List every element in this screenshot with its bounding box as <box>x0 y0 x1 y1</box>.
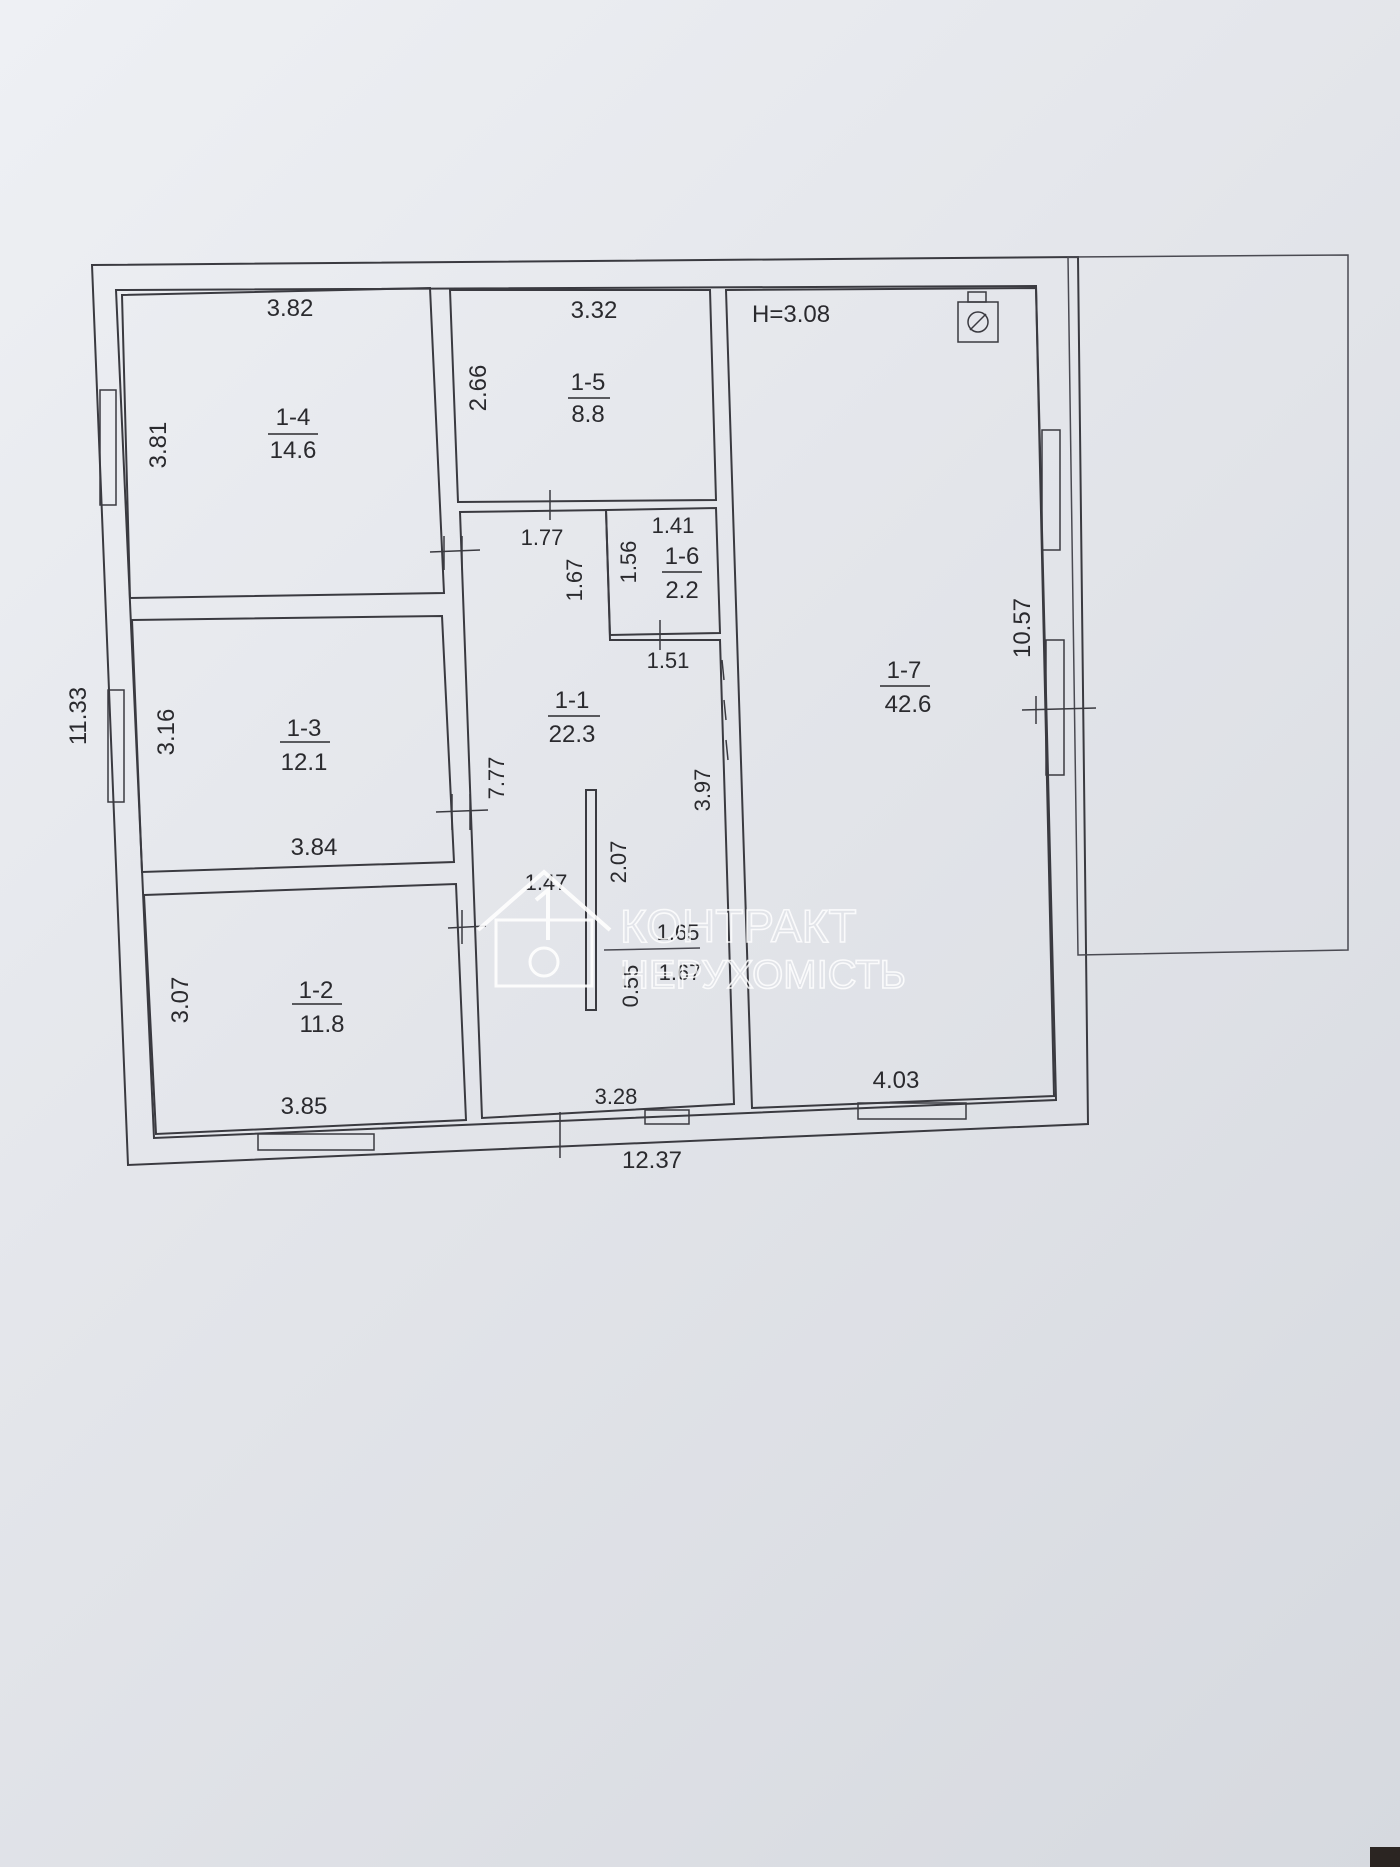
dim-corridor-0-55: 0.55 <box>618 965 643 1008</box>
window-1-3 <box>107 689 125 803</box>
room-area-1-5: 8.8 <box>571 401 604 428</box>
dim-corridor-1-65: 1.65 <box>657 920 700 945</box>
room-area-1-3: 12.1 <box>281 749 328 776</box>
window-1-7-side-a <box>1041 429 1061 551</box>
room-id-1-5: 1-5 <box>571 369 606 396</box>
annex-outline <box>1067 254 1349 956</box>
outer-wall-outer <box>90 255 1090 1167</box>
dim-1-7-height: 10.57 <box>1009 598 1036 658</box>
dim-1-4-height: 3.81 <box>145 422 172 469</box>
room-area-1-4: 14.6 <box>270 437 317 464</box>
room-outline-1-7 <box>724 286 1056 1110</box>
room-outline-1-3 <box>130 614 456 874</box>
partition-wall <box>585 789 597 1011</box>
partition-line <box>603 947 701 951</box>
watermark-line1: КОНТРАКТ <box>620 900 857 952</box>
door-marks <box>429 490 1097 1158</box>
window-1-1 <box>644 1109 690 1125</box>
watermark-logo <box>476 869 612 988</box>
dim-1-2-height: 3.07 <box>167 977 194 1024</box>
dim-corridor-3-28: 3.28 <box>595 1084 638 1109</box>
room-outline-1-1 <box>458 508 736 1120</box>
dim-corridor-1-51: 1.51 <box>647 648 690 673</box>
dim-1-7-width: 4.03 <box>873 1067 920 1094</box>
room-id-1-4: 1-4 <box>276 404 311 431</box>
window-1-4 <box>99 389 117 506</box>
dim-corridor-1-67-a: 1.67 <box>562 559 587 602</box>
window-1-2 <box>257 1133 375 1151</box>
room-outline-1-5 <box>448 289 718 504</box>
room-outline-1-2 <box>142 882 468 1136</box>
dim-corridor-3-97: 3.97 <box>690 769 715 812</box>
room-area-1-6: 2.2 <box>665 577 698 604</box>
fraction-lines <box>268 397 930 1005</box>
dim-overall-width: 12.37 <box>622 1147 682 1174</box>
room-id-1-2: 1-2 <box>299 977 334 1004</box>
room-id-1-1: 1-1 <box>555 687 590 714</box>
dim-1-5-height: 2.66 <box>465 365 492 412</box>
dim-overall-depth: 11.33 <box>65 687 92 745</box>
watermark-line2: НЕРУХОМІСТЬ <box>620 953 906 997</box>
dim-1-6-height: 1.56 <box>616 541 641 584</box>
ceiling-height: H=3.08 <box>752 301 830 328</box>
room-id-1-3: 1-3 <box>287 715 322 742</box>
window-1-7-bottom <box>857 1102 967 1120</box>
dim-corridor-1-67-b: 1.67 <box>659 960 702 985</box>
dim-1-5-width: 3.32 <box>571 297 618 324</box>
dim-corridor-7-77: 7.77 <box>484 757 509 800</box>
room-id-1-6: 1-6 <box>665 543 700 570</box>
room-area-1-2: 11.8 <box>300 1011 345 1038</box>
dim-corridor-2-07: 2.07 <box>606 841 631 884</box>
dim-1-6-width: 1.41 <box>652 513 695 538</box>
room-outline-1-4 <box>120 286 446 600</box>
dim-1-3-width: 3.84 <box>291 834 338 861</box>
window-1-7-side-b <box>1045 639 1065 776</box>
dim-1-2-width: 3.85 <box>281 1093 328 1120</box>
dim-1-3-height: 3.16 <box>153 709 180 756</box>
room-area-1-1: 22.3 <box>549 721 596 748</box>
room-id-1-7: 1-7 <box>887 657 922 684</box>
room-area-1-7: 42.6 <box>885 691 932 718</box>
dim-1-4-width: 3.82 <box>267 295 314 322</box>
boiler-icon <box>957 291 999 343</box>
dim-corridor-1-77: 1.77 <box>521 525 564 550</box>
background-object <box>1370 1847 1400 1867</box>
